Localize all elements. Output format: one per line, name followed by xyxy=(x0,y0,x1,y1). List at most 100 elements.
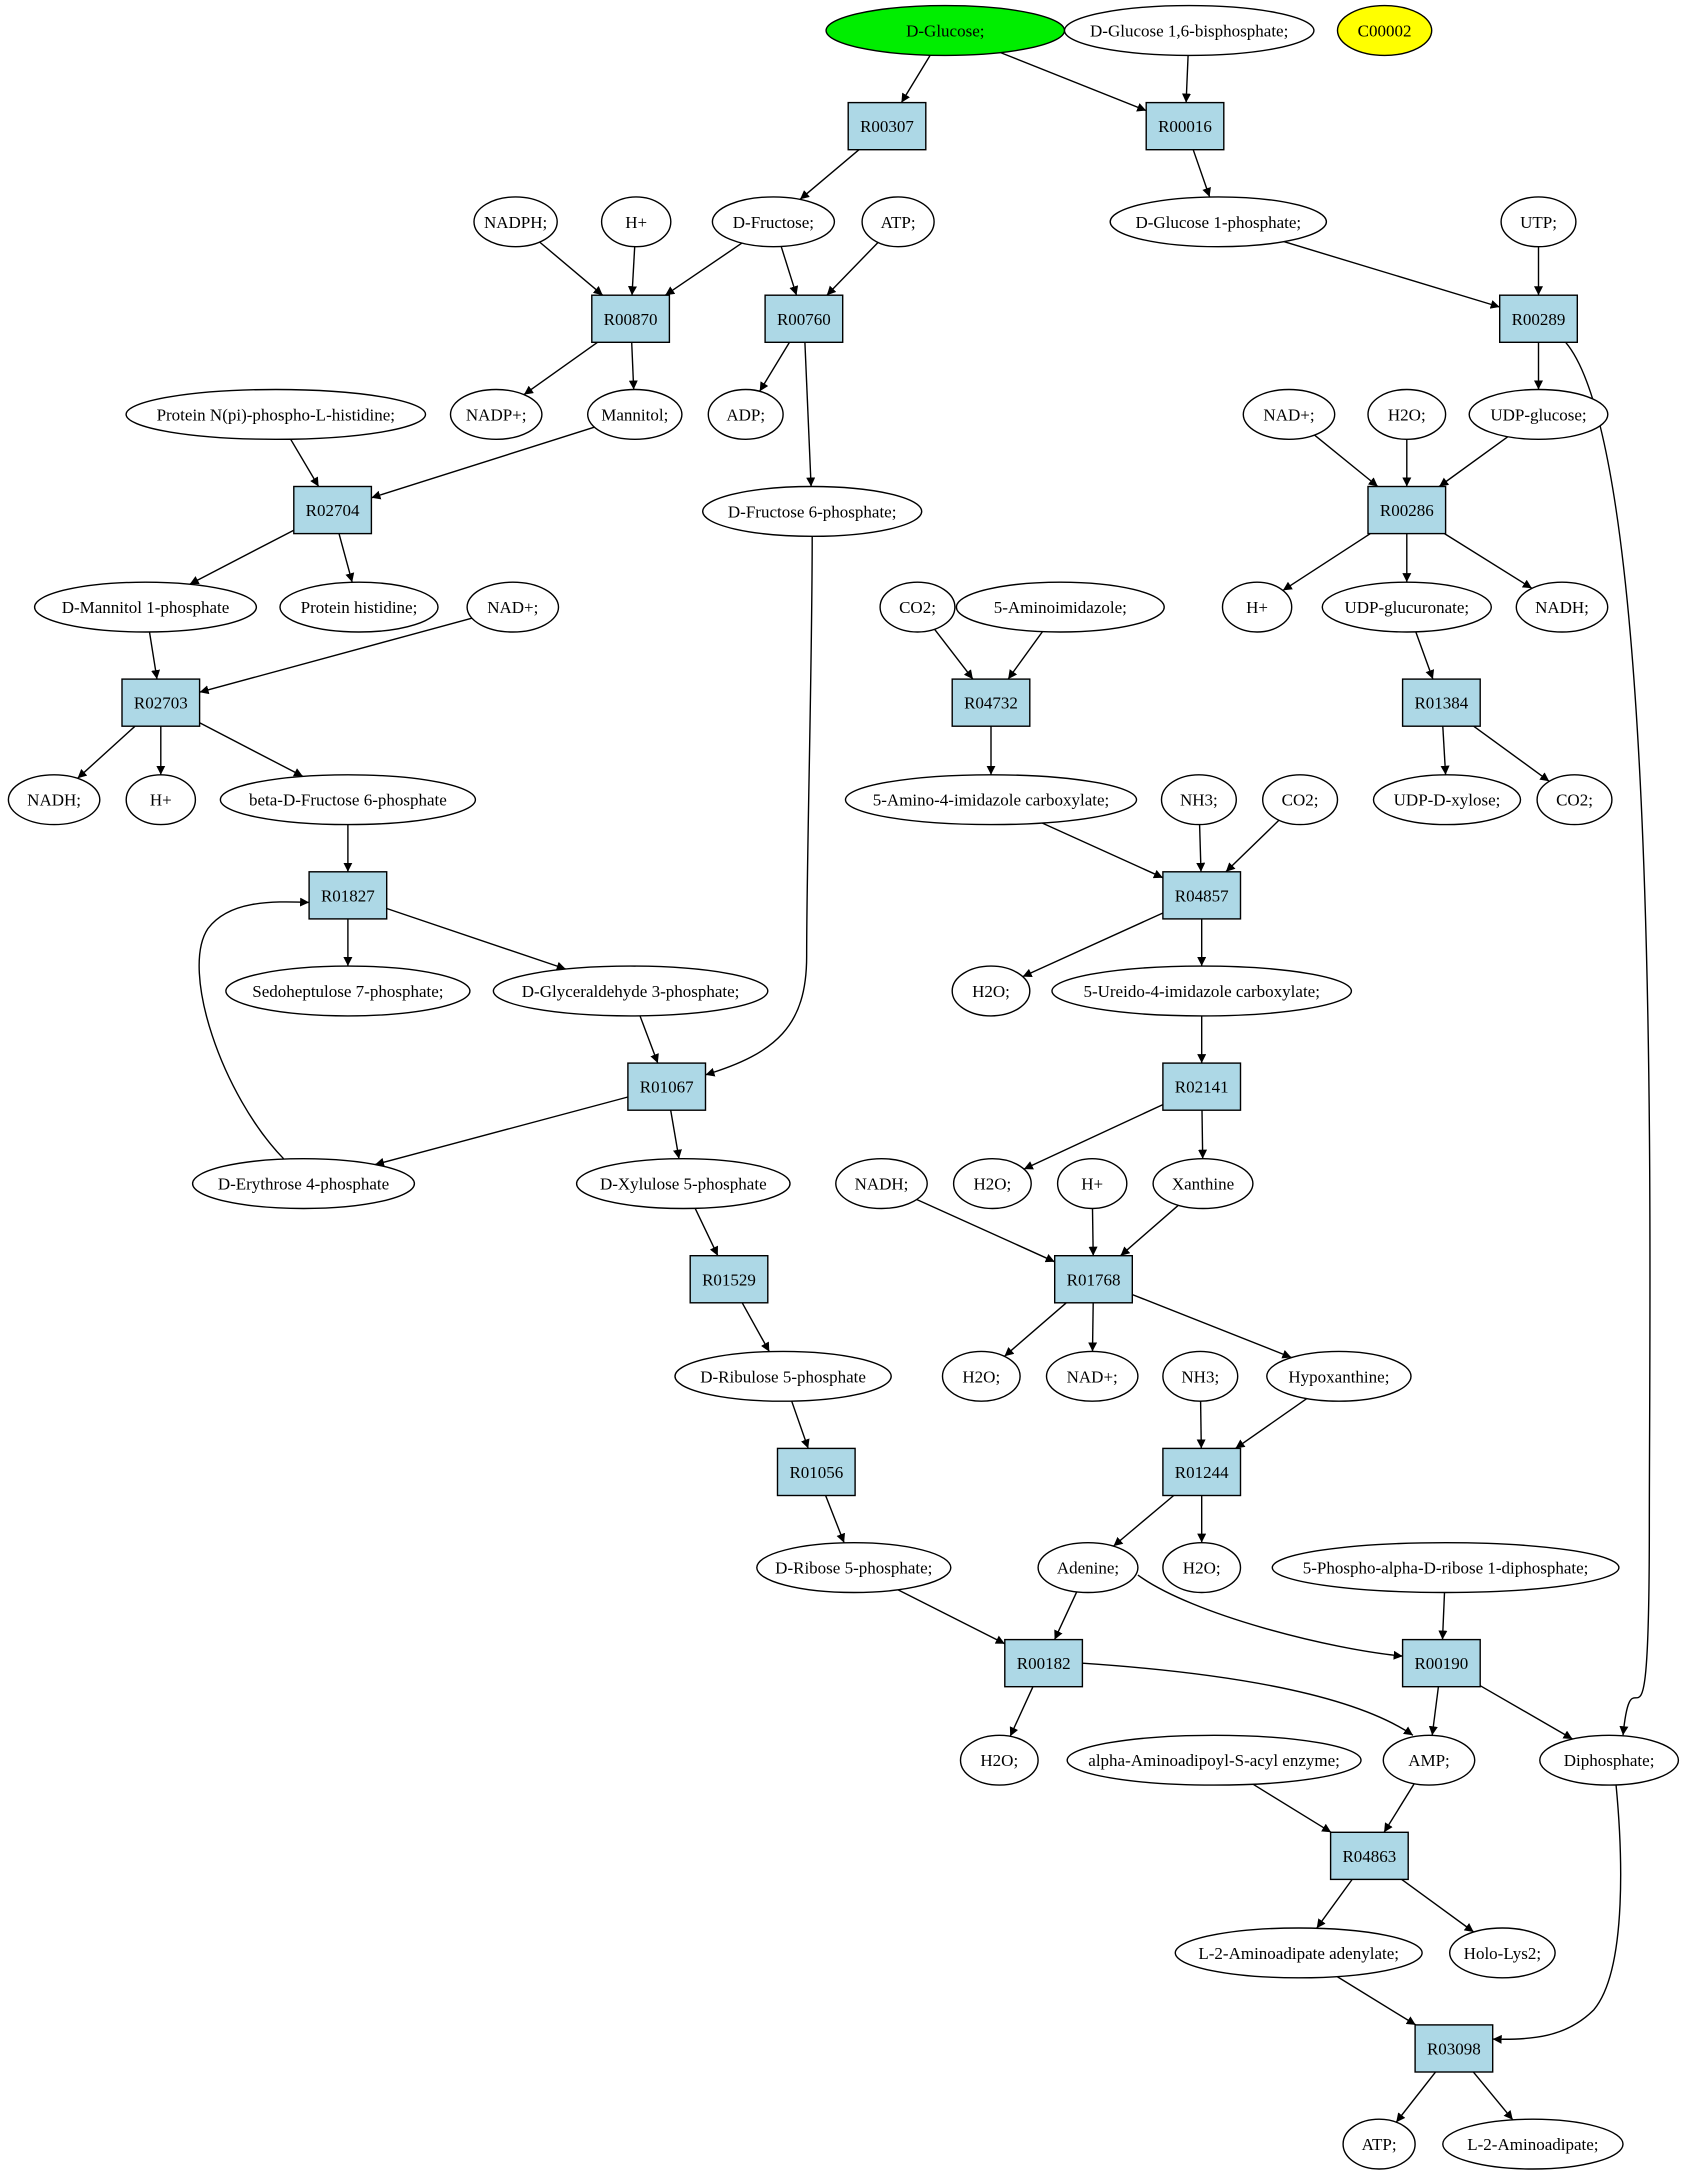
reaction-R04732[interactable]: R04732 xyxy=(951,678,1031,727)
compound-ellipse[interactable] xyxy=(1066,1734,1362,1786)
compound-nadplus3[interactable]: NAD+; xyxy=(1045,1350,1139,1402)
compound-ellipse[interactable] xyxy=(1442,2118,1624,2170)
compound-l2aaad[interactable]: L-2-Aminoadipate adenylate; xyxy=(1174,1927,1423,1979)
compound-ellipse[interactable] xyxy=(1261,774,1339,826)
reaction-R01244[interactable]: R01244 xyxy=(1162,1447,1242,1497)
compound-ellipse[interactable] xyxy=(756,1541,952,1594)
compound-ellipse[interactable] xyxy=(844,774,1138,826)
reaction-box[interactable] xyxy=(847,101,927,151)
reaction-box[interactable] xyxy=(951,678,1031,727)
compound-nadh3[interactable]: NADH; xyxy=(835,1157,928,1210)
compound-nadh2[interactable]: NADH; xyxy=(7,774,101,826)
compound-ellipse[interactable] xyxy=(600,196,672,248)
compound-g3p[interactable]: D-Glyceraldehyde 3-phosphate; xyxy=(492,965,769,1017)
compound-ellipse[interactable] xyxy=(1449,1927,1556,1979)
reaction-R04863[interactable]: R04863 xyxy=(1329,1831,1409,1881)
compound-ellipse[interactable] xyxy=(1063,4,1315,57)
compound-h2o1[interactable]: H2O; xyxy=(1367,388,1447,440)
compound-hplus3[interactable]: H+ xyxy=(125,774,197,826)
compound-ellipse[interactable] xyxy=(1051,965,1353,1017)
compound-protnph[interactable]: Protein N(pi)-phospho-L-histidine; xyxy=(125,388,427,440)
compound-hplus1[interactable]: H+ xyxy=(600,196,672,248)
compound-aminoimid[interactable]: 5-Aminoimidazole; xyxy=(955,581,1165,633)
reaction-box[interactable] xyxy=(121,678,201,727)
reaction-box[interactable] xyxy=(1145,101,1225,151)
compound-ellipse[interactable] xyxy=(449,388,543,440)
compound-aasacyl[interactable]: alpha-Aminoadipoyl-S-acyl enzyme; xyxy=(1066,1734,1362,1786)
reaction-box[interactable] xyxy=(1401,678,1481,727)
compound-diphos[interactable]: Diphosphate; xyxy=(1539,1734,1680,1786)
compound-ellipse[interactable] xyxy=(219,774,477,826)
compound-nh3a[interactable]: NH3; xyxy=(1160,774,1238,826)
reaction-box[interactable] xyxy=(1401,1638,1481,1688)
reaction-box[interactable] xyxy=(1498,294,1578,344)
compound-ellipse[interactable] xyxy=(1321,581,1493,633)
compound-ellipse[interactable] xyxy=(1336,4,1433,57)
compound-ellipse[interactable] xyxy=(1109,196,1328,248)
compound-hololys2[interactable]: Holo-Lys2; xyxy=(1449,1927,1556,1979)
compound-prothis[interactable]: Protein histidine; xyxy=(279,581,439,633)
compound-ellipse[interactable] xyxy=(1468,388,1609,440)
compound-nadp[interactable]: NADP+; xyxy=(449,388,543,440)
compound-ellipse[interactable] xyxy=(879,581,956,633)
reaction-box[interactable] xyxy=(689,1254,769,1304)
compound-h2o5[interactable]: H2O; xyxy=(1162,1541,1242,1594)
compound-h2o3[interactable]: H2O; xyxy=(952,1157,1032,1210)
compound-s7p[interactable]: Sedoheptulose 7-phosphate; xyxy=(225,965,471,1017)
compound-amp[interactable]: AMP; xyxy=(1382,1734,1476,1786)
reaction-box[interactable] xyxy=(591,294,671,344)
compound-ellipse[interactable] xyxy=(191,1157,416,1210)
compound-co2a[interactable]: CO2; xyxy=(879,581,956,633)
compound-ellipse[interactable] xyxy=(1500,196,1577,248)
compound-udpxyl[interactable]: UDP-D-xylose; xyxy=(1372,774,1522,826)
reaction-box[interactable] xyxy=(1414,2024,1494,2073)
compound-ellipse[interactable] xyxy=(1271,1541,1620,1594)
compound-ellipse[interactable] xyxy=(951,965,1031,1017)
compound-uic[interactable]: 5-Ureido-4-imidazole carboxylate; xyxy=(1051,965,1353,1017)
compound-ellipse[interactable] xyxy=(1515,581,1609,633)
reaction-box[interactable] xyxy=(1367,485,1447,535)
compound-ellipse[interactable] xyxy=(941,1350,1021,1402)
compound-hplus2[interactable]: H+ xyxy=(1221,581,1293,633)
reaction-R01529[interactable]: R01529 xyxy=(689,1254,769,1304)
compound-ellipse[interactable] xyxy=(1152,1157,1254,1210)
compound-m1p[interactable]: D-Mannitol 1-phosphate xyxy=(33,581,258,633)
compound-hypox[interactable]: Hypoxanthine; xyxy=(1266,1350,1412,1402)
compound-ellipse[interactable] xyxy=(33,581,258,633)
compound-ellipse[interactable] xyxy=(1045,1350,1139,1402)
compound-co2b[interactable]: CO2; xyxy=(1261,774,1339,826)
reaction-R01056[interactable]: R01056 xyxy=(776,1447,856,1497)
compound-h2o4[interactable]: H2O; xyxy=(941,1350,1021,1402)
reaction-R01827[interactable]: R01827 xyxy=(308,871,388,920)
compound-ellipse[interactable] xyxy=(861,196,935,248)
reaction-box[interactable] xyxy=(308,871,388,920)
reaction-R00190[interactable]: R00190 xyxy=(1401,1638,1481,1688)
compound-ellipse[interactable] xyxy=(1162,1350,1239,1402)
compound-r5p[interactable]: D-Ribose 5-phosphate; xyxy=(756,1541,952,1594)
compound-aic[interactable]: 5-Amino-4-imidazole carboxylate; xyxy=(844,774,1138,826)
compound-l2aa[interactable]: L-2-Aminoadipate; xyxy=(1442,2118,1624,2170)
compound-adenine[interactable]: Adenine; xyxy=(1037,1541,1139,1594)
compound-udpglc[interactable]: UDP-glucose; xyxy=(1468,388,1609,440)
compound-ellipse[interactable] xyxy=(587,388,683,440)
reaction-R02141[interactable]: R02141 xyxy=(1162,1062,1242,1111)
reaction-box[interactable] xyxy=(293,485,373,535)
compound-ellipse[interactable] xyxy=(955,581,1165,633)
reaction-box[interactable] xyxy=(1162,1447,1242,1497)
reaction-R00286[interactable]: R00286 xyxy=(1367,485,1447,535)
reaction-box[interactable] xyxy=(627,1062,707,1111)
reaction-box[interactable] xyxy=(1053,1254,1133,1304)
compound-nadplus1[interactable]: NAD+; xyxy=(1242,388,1336,440)
reaction-R00307[interactable]: R00307 xyxy=(847,101,927,151)
reaction-box[interactable] xyxy=(776,1447,856,1497)
compound-ellipse[interactable] xyxy=(674,1350,892,1402)
compound-e4p[interactable]: D-Erythrose 4-phosphate xyxy=(191,1157,416,1210)
reaction-R00289[interactable]: R00289 xyxy=(1498,294,1578,344)
compound-ellipse[interactable] xyxy=(1266,1350,1412,1402)
compound-utp[interactable]: UTP; xyxy=(1500,196,1577,248)
compound-ellipse[interactable] xyxy=(279,581,439,633)
compound-atp2[interactable]: ATP; xyxy=(1342,2118,1416,2170)
compound-nh3b[interactable]: NH3; xyxy=(1162,1350,1239,1402)
compound-ellipse[interactable] xyxy=(466,581,560,633)
reaction-box[interactable] xyxy=(1162,1062,1242,1111)
